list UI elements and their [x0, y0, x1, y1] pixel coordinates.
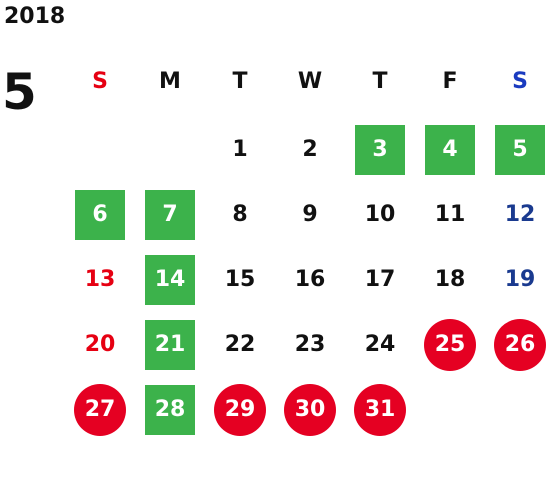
calendar-day-26: 26: [485, 319, 548, 371]
calendar-day-number: 22: [224, 332, 256, 357]
holiday-circle: [494, 319, 546, 371]
weekday-tuesday: T: [232, 69, 248, 94]
calendar-day-11: 11: [415, 190, 485, 240]
calendar-day-number: 18: [434, 267, 466, 292]
calendar-day-5: 5: [485, 125, 548, 175]
calendar-day-number: 8: [232, 202, 248, 227]
calendar-day-21: 21: [135, 320, 205, 370]
calendar-day-12: 12: [485, 190, 548, 240]
weekday-saturday: S: [512, 69, 528, 94]
holiday-circle: [424, 319, 476, 371]
calendar-day-10: 10: [345, 190, 415, 240]
highlight-square: [425, 125, 475, 175]
highlight-square: [145, 385, 195, 435]
calendar-day-number: 9: [302, 202, 318, 227]
calendar-day-number: 14: [154, 267, 186, 292]
calendar-day-number: 16: [294, 267, 326, 292]
calendar-day-number: 31: [364, 397, 396, 422]
weekday-friday: F: [442, 69, 458, 94]
calendar-day-28: 28: [135, 385, 205, 435]
calendar-day-30: 30: [275, 384, 345, 436]
calendar-day-number: 15: [224, 267, 256, 292]
calendar-day-number: 24: [364, 332, 396, 357]
highlight-square: [145, 320, 195, 370]
weekday-sunday: S: [92, 69, 108, 94]
calendar-day-2: 2: [275, 125, 345, 175]
calendar-day-18: 18: [415, 255, 485, 305]
calendar-day-number: 13: [84, 267, 116, 292]
calendar-day-number: 29: [224, 397, 256, 422]
highlight-square: [495, 125, 545, 175]
holiday-circle: [284, 384, 336, 436]
calendar-day-number: 6: [92, 202, 108, 227]
calendar-day-number: 2: [302, 137, 318, 162]
calendar-year: 2018: [4, 4, 66, 29]
highlight-square: [145, 255, 195, 305]
weekday-thursday: T: [372, 69, 388, 94]
holiday-circle: [74, 384, 126, 436]
calendar-day-24: 24: [345, 320, 415, 370]
calendar-day-number: 23: [294, 332, 326, 357]
calendar-day-23: 23: [275, 320, 345, 370]
calendar-day-number: 5: [512, 137, 528, 162]
weekday-monday: M: [159, 69, 181, 94]
calendar-day-6: 6: [65, 190, 135, 240]
calendar-day-8: 8: [205, 190, 275, 240]
holiday-circle: [214, 384, 266, 436]
calendar-day-number: 30: [294, 397, 326, 422]
calendar-day-number: 10: [364, 202, 396, 227]
calendar-day-number: 27: [84, 397, 116, 422]
calendar-day-number: 20: [84, 332, 116, 357]
calendar-day-number: 26: [504, 332, 536, 357]
calendar-day-31: 31: [345, 384, 415, 436]
highlight-square: [145, 190, 195, 240]
calendar-day-number: 7: [162, 202, 178, 227]
calendar-day-9: 9: [275, 190, 345, 240]
calendar-day-16: 16: [275, 255, 345, 305]
calendar-day-7: 7: [135, 190, 205, 240]
calendar-day-1: 1: [205, 125, 275, 175]
calendar-day-20: 20: [65, 320, 135, 370]
calendar-day-number: 1: [232, 137, 248, 162]
highlight-square: [355, 125, 405, 175]
calendar-day-29: 29: [205, 384, 275, 436]
calendar-day-number: 28: [154, 397, 186, 422]
weekday-header-row: S M T W T F S: [65, 62, 548, 102]
calendar-day-number: 21: [154, 332, 186, 357]
calendar-day-number: 19: [504, 267, 536, 292]
calendar-day-27: 27: [65, 384, 135, 436]
calendar-day-number: 4: [442, 137, 458, 162]
calendar-day-number: 12: [504, 202, 536, 227]
calendar-month: 5: [2, 63, 37, 121]
calendar-day-25: 25: [415, 319, 485, 371]
calendar-day-number: 3: [372, 137, 388, 162]
weekday-wednesday: W: [297, 69, 323, 94]
holiday-circle: [354, 384, 406, 436]
calendar-day-number: 11: [434, 202, 466, 227]
calendar-day-13: 13: [65, 255, 135, 305]
calendar-day-3: 3: [345, 125, 415, 175]
calendar-day-19: 19: [485, 255, 548, 305]
calendar-day-17: 17: [345, 255, 415, 305]
calendar-day-number: 17: [364, 267, 396, 292]
calendar-day-number: 25: [434, 332, 466, 357]
highlight-square: [75, 190, 125, 240]
calendar-day-4: 4: [415, 125, 485, 175]
calendar-day-15: 15: [205, 255, 275, 305]
calendar-day-22: 22: [205, 320, 275, 370]
calendar-day-14: 14: [135, 255, 205, 305]
